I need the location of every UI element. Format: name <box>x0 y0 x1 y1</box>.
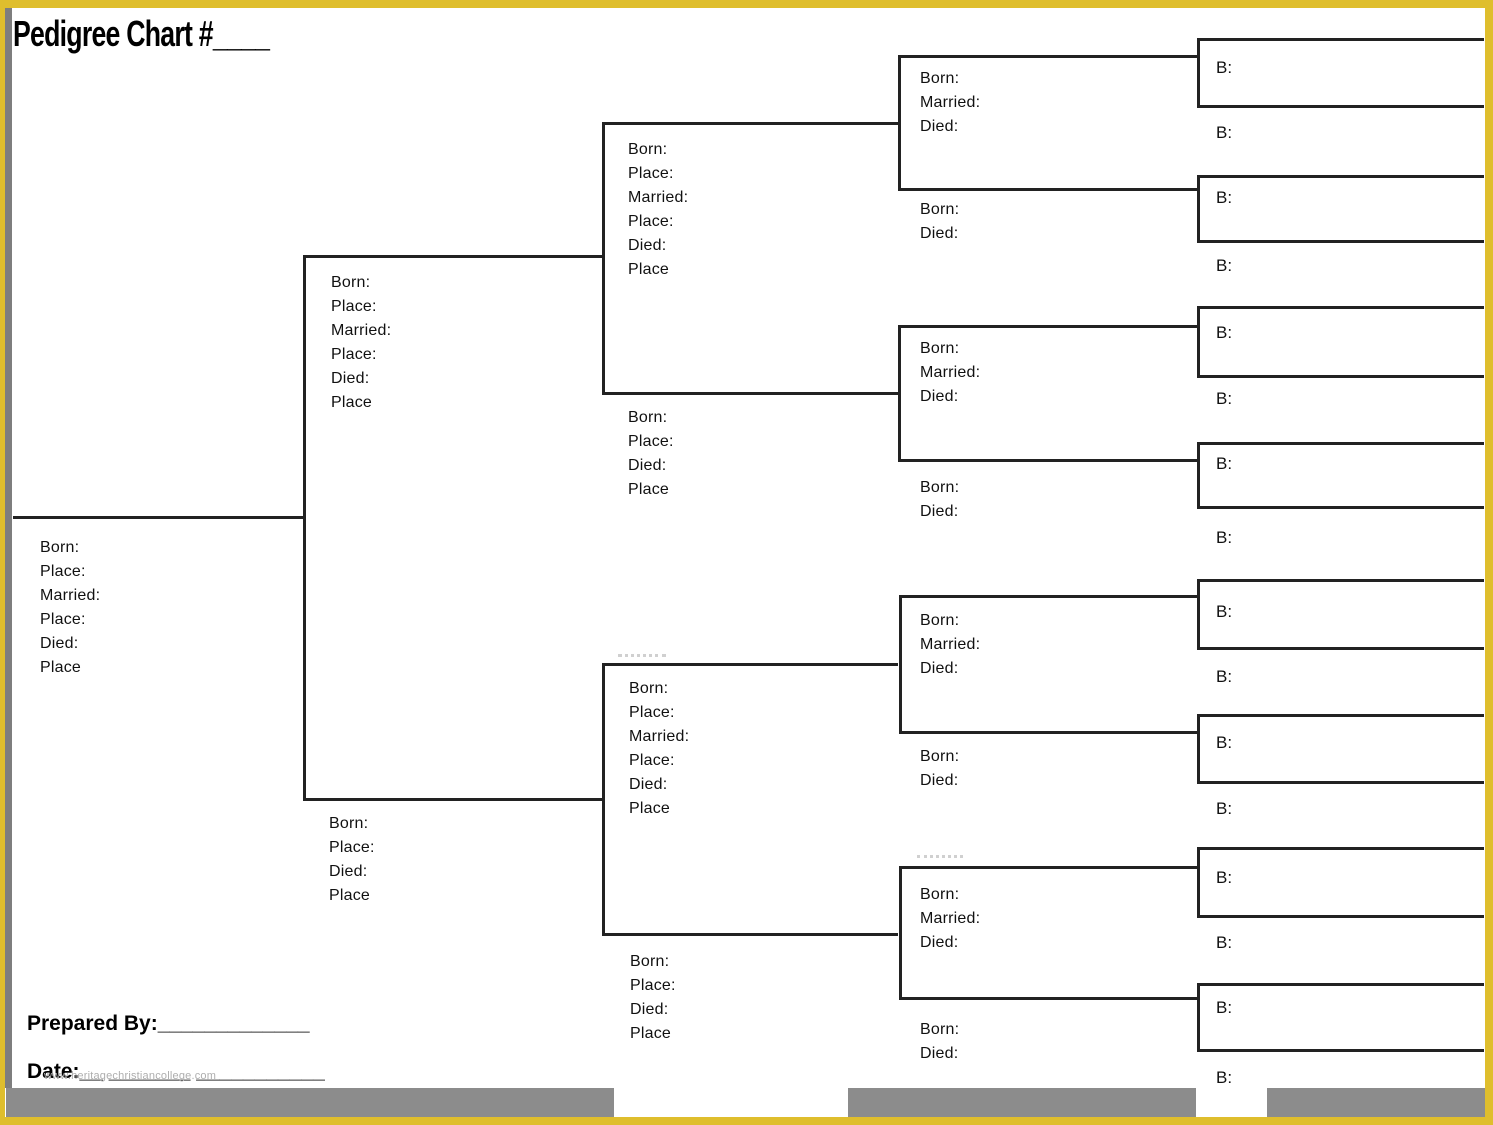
date-field: Date:__ _______ ___________ <box>27 1060 325 1083</box>
bottom-gray-bar-left <box>6 1088 614 1117</box>
person-12-labels: Born: Married: Died: <box>920 612 981 677</box>
gen4-bracket-2 <box>898 325 1197 462</box>
gen2-parents-bracket <box>303 255 602 801</box>
person-18-b-slot: B: <box>1216 188 1233 207</box>
gen5-box-16 <box>1197 38 1484 108</box>
bottom-gray-bar-right <box>1267 1088 1485 1117</box>
gen5-box-24 <box>1197 579 1484 650</box>
person-23-b-slot: B: <box>1216 528 1233 547</box>
gen5-box-18 <box>1197 175 1484 243</box>
person-5-paternal-grandmother-labels: Born: Place: Died: Place <box>628 409 674 498</box>
person-16-b-slot: B: <box>1216 58 1233 77</box>
page-border-bottom <box>0 1117 1493 1125</box>
person-19-b-slot: B: <box>1216 256 1233 275</box>
person-29-b-slot: B: <box>1216 933 1233 952</box>
person-9-labels: Born: Died: <box>920 201 960 242</box>
person-1-self-labels: Born: Place: Married: Place: Died: Place <box>40 539 101 676</box>
left-edge-scan-line <box>5 8 12 1088</box>
person-17-b-slot: B: <box>1216 123 1233 142</box>
person-22-b-slot: B: <box>1216 454 1233 473</box>
gen4-bracket-3 <box>899 595 1197 734</box>
page-border-right <box>1485 0 1493 1125</box>
gen5-box-30 <box>1197 983 1484 1052</box>
person-8-labels: Born: Married: Died: <box>920 70 981 135</box>
person-2-father-labels: Born: Place: Married: Place: Died: Place <box>331 274 392 411</box>
gen5-box-26 <box>1197 714 1484 784</box>
prepared-by-field: Prepared By:_____________ <box>27 1012 310 1035</box>
gen5-box-28 <box>1197 847 1484 918</box>
person-30-b-slot: B: <box>1216 998 1233 1017</box>
person-24-b-slot: B: <box>1216 602 1233 621</box>
gen4-bracket-1 <box>898 55 1197 191</box>
person-28-b-slot: B: <box>1216 868 1233 887</box>
person-31-b-slot: B: <box>1216 1068 1233 1087</box>
watermark-fragment <box>618 654 666 657</box>
person-7-maternal-grandmother-labels: Born: Place: Died: Place <box>630 953 676 1042</box>
gen5-box-20 <box>1197 306 1484 378</box>
gen1-person-line <box>13 516 303 519</box>
person-4-paternal-grandfather-labels: Born: Place: Married: Place: Died: Place <box>628 141 689 278</box>
person-25-b-slot: B: <box>1216 667 1233 686</box>
page-title: Pedigree Chart #____ <box>13 13 270 54</box>
person-27-b-slot: B: <box>1216 799 1233 818</box>
gen3-maternal-bracket <box>602 663 898 936</box>
gen5-box-22 <box>1197 442 1484 509</box>
person-15-labels: Born: Died: <box>920 1021 960 1062</box>
page-border-top <box>0 0 1493 8</box>
person-26-b-slot: B: <box>1216 733 1233 752</box>
gen3-paternal-bracket <box>602 122 898 395</box>
person-20-b-slot: B: <box>1216 323 1233 342</box>
page-border-left <box>0 0 5 1125</box>
person-3-mother-labels: Born: Place: Died: Place <box>329 815 375 904</box>
watermark-text: www.heritagechristiancollege.com <box>44 1070 217 1082</box>
gen4-bracket-4 <box>899 866 1197 1000</box>
person-21-b-slot: B: <box>1216 389 1233 408</box>
watermark-fragment <box>917 855 963 858</box>
person-6-maternal-grandfather-labels: Born: Place: Married: Place: Died: Place <box>629 680 690 817</box>
person-11-labels: Born: Died: <box>920 479 960 520</box>
person-10-labels: Born: Married: Died: <box>920 340 981 405</box>
bottom-gray-bar-middle <box>848 1088 1196 1117</box>
person-14-labels: Born: Married: Died: <box>920 886 981 951</box>
person-13-labels: Born: Died: <box>920 748 960 789</box>
